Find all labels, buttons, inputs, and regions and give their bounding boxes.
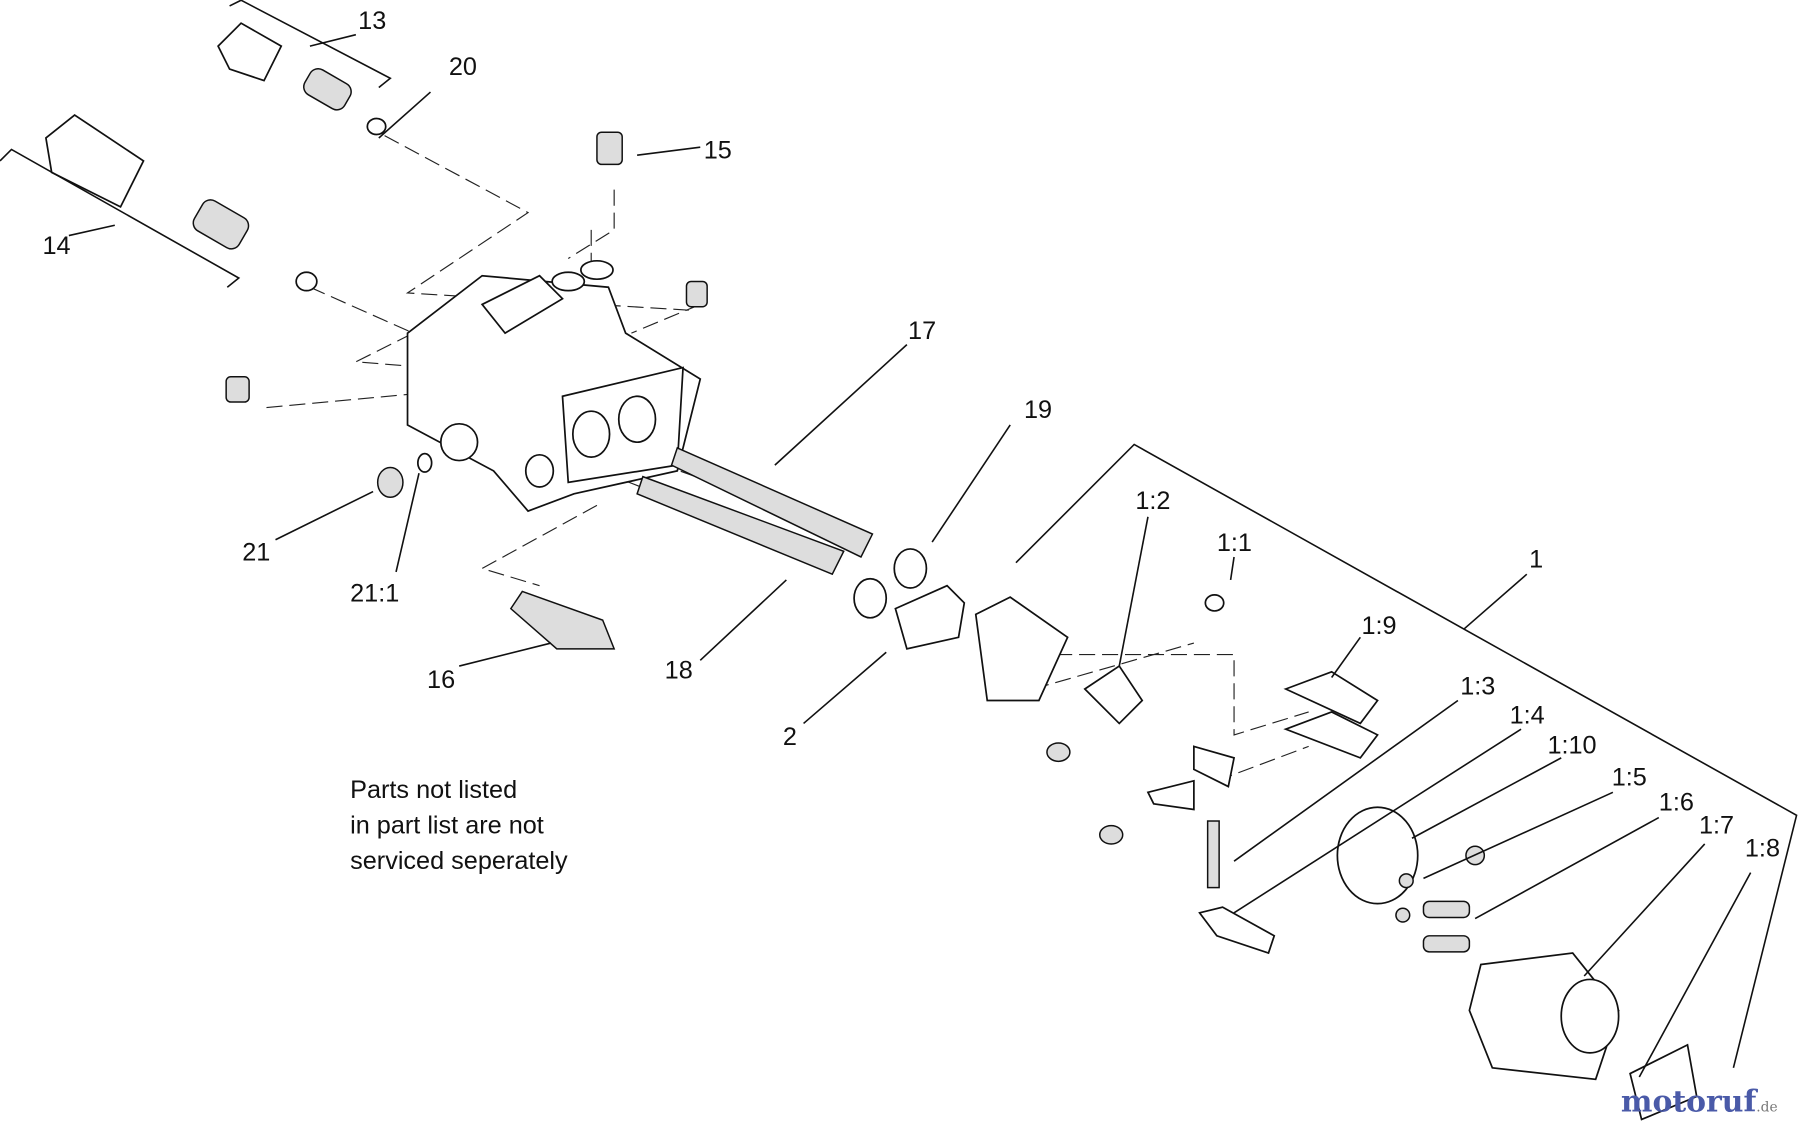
watermark: motoruf.de xyxy=(1621,1084,1778,1119)
callout-14: 14 xyxy=(42,232,70,260)
callout-1-7: 1:7 xyxy=(1699,812,1734,840)
callout-16: 16 xyxy=(427,666,455,694)
callout-1-6: 1:6 xyxy=(1659,789,1694,817)
callout-1-5: 1:5 xyxy=(1612,763,1647,791)
callout-20: 20 xyxy=(449,53,477,81)
callout-1-8: 1:8 xyxy=(1745,835,1780,863)
callout-15: 15 xyxy=(704,137,732,165)
watermark-text: motoruf xyxy=(1621,1084,1759,1119)
leader-lines xyxy=(0,0,1798,1078)
callout-1-2: 1:2 xyxy=(1135,487,1170,515)
callout-1: 1 xyxy=(1529,545,1543,573)
note: Parts not listed in part list are not se… xyxy=(350,776,568,875)
callout-21: 21 xyxy=(242,538,270,566)
parts xyxy=(44,22,1698,1121)
callout-18: 18 xyxy=(665,657,693,685)
callout-2: 2 xyxy=(783,723,797,751)
callout-1-10: 1:10 xyxy=(1547,731,1596,759)
callout-1-3: 1:3 xyxy=(1460,673,1495,701)
callout-labels: 13 20 15 14 17 19 21 21:1 16 18 2 1:2 1:… xyxy=(42,7,1780,863)
note-line-1: Parts not listed xyxy=(350,776,517,804)
valve-body xyxy=(406,259,702,513)
callout-1-9: 1:9 xyxy=(1361,612,1396,640)
callout-1-1: 1:1 xyxy=(1217,529,1252,557)
note-line-2: in part list are not xyxy=(350,812,544,840)
callout-1-4: 1:4 xyxy=(1510,701,1545,729)
watermark-suffix: .de xyxy=(1756,1099,1777,1115)
note-line-3: serviced seperately xyxy=(350,847,568,875)
callout-19: 19 xyxy=(1024,396,1052,424)
callout-13: 13 xyxy=(358,7,386,35)
callout-21-1: 21:1 xyxy=(350,580,399,608)
watermark-line: motoruf.de xyxy=(1621,1084,1778,1119)
callout-17: 17 xyxy=(908,317,936,345)
